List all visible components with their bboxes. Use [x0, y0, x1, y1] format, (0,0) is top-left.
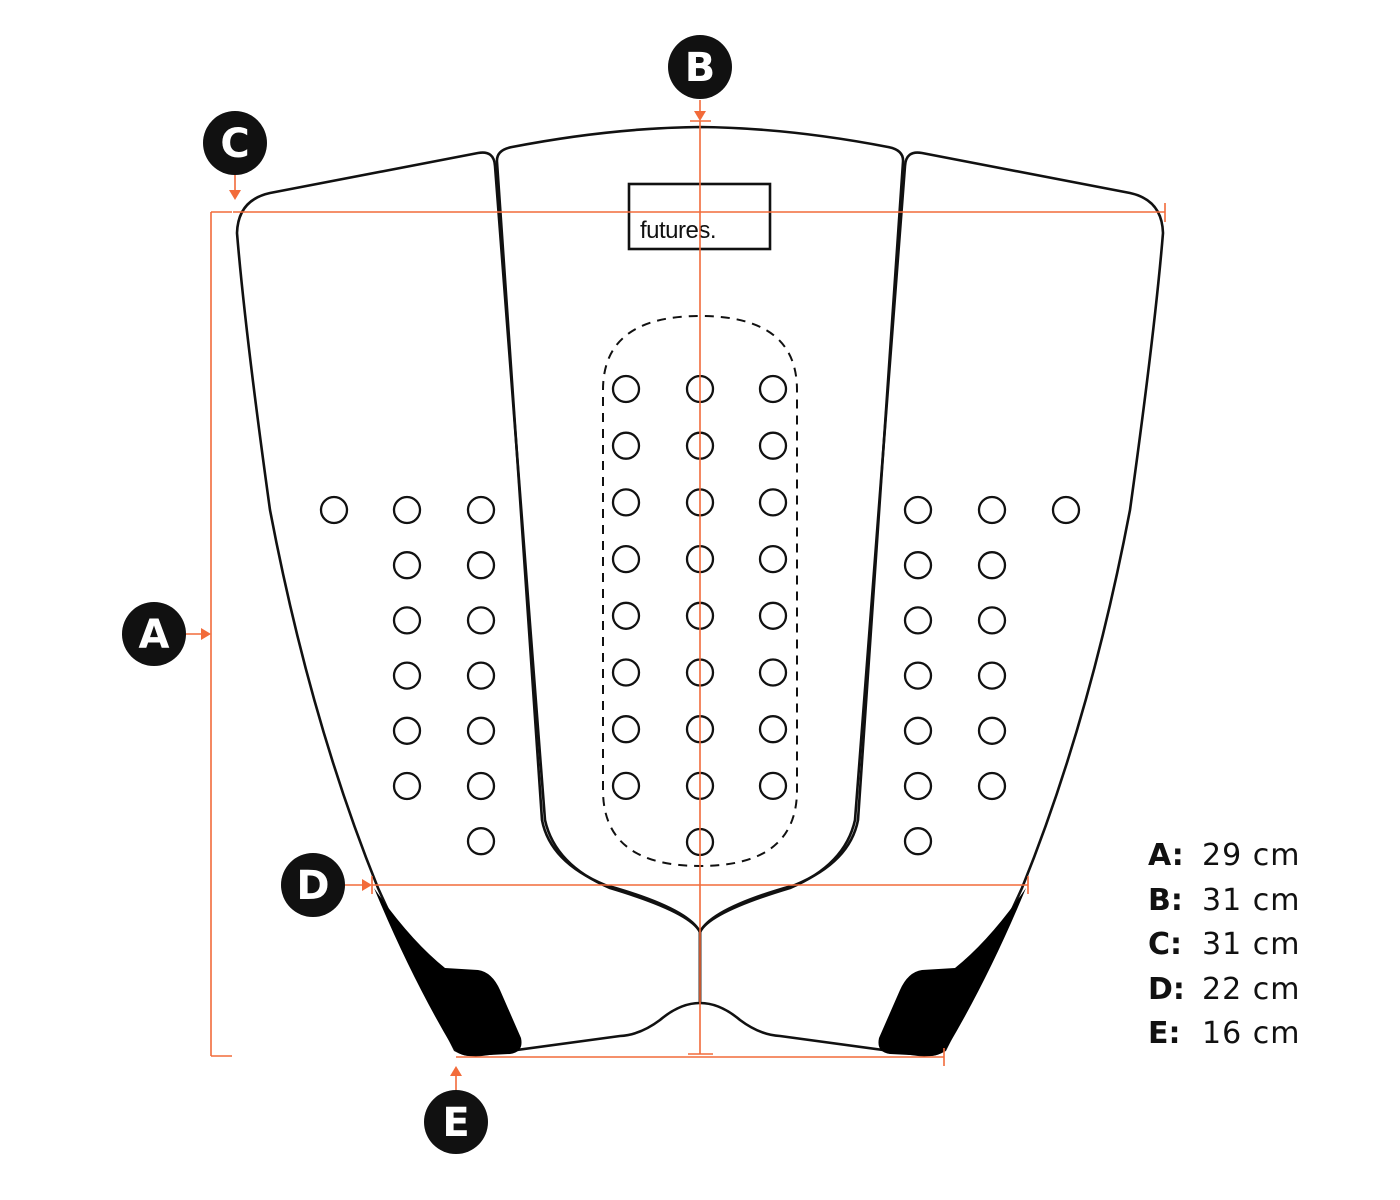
- traction-hole: [903, 661, 933, 690]
- traction-hole: [611, 658, 641, 687]
- traction-hole: [758, 374, 788, 404]
- legend-value: 16 cm: [1202, 1016, 1301, 1051]
- legend-value: 31 cm: [1202, 927, 1301, 962]
- traction-hole: [758, 544, 788, 574]
- arrow-b: [694, 111, 706, 121]
- left-kick-pad: [374, 888, 522, 1056]
- traction-hole: [977, 495, 1007, 525]
- legend-row-d: D: 22 cm: [1148, 972, 1368, 1017]
- traction-hole: [758, 658, 788, 687]
- traction-hole: [466, 661, 496, 690]
- traction-hole: [611, 431, 641, 460]
- marker-c: C: [203, 111, 267, 175]
- traction-hole: [392, 661, 422, 690]
- traction-hole: [466, 551, 496, 580]
- traction-hole: [611, 488, 641, 517]
- traction-hole: [977, 716, 1007, 745]
- traction-hole: [977, 551, 1007, 580]
- traction-hole: [392, 551, 422, 580]
- traction-hole: [977, 606, 1007, 635]
- traction-hole: [611, 715, 641, 744]
- traction-hole: [758, 771, 788, 801]
- traction-hole: [977, 771, 1007, 801]
- marker-b: B: [668, 35, 732, 99]
- traction-hole: [611, 771, 641, 801]
- legend-value: 22 cm: [1202, 971, 1301, 1007]
- traction-hole: [466, 716, 496, 745]
- traction-hole: [466, 827, 496, 856]
- traction-hole: [392, 771, 422, 801]
- legend-value: 31 cm: [1202, 882, 1301, 918]
- traction-hole: [392, 716, 422, 745]
- traction-hole: [1051, 495, 1081, 525]
- marker-e: E: [424, 1090, 488, 1154]
- legend-key: D:: [1148, 971, 1185, 1007]
- legend-key: E:: [1148, 1016, 1181, 1051]
- traction-hole: [466, 495, 496, 525]
- traction-hole: [903, 495, 933, 525]
- legend-row-c: C: 31 cm: [1148, 927, 1368, 972]
- traction-hole: [903, 551, 933, 580]
- traction-hole: [758, 488, 788, 517]
- traction-hole: [903, 606, 933, 635]
- right-kick-pad: [878, 888, 1026, 1056]
- traction-hole: [758, 601, 788, 630]
- marker-d: D: [281, 853, 345, 917]
- marker-a: A: [122, 602, 186, 666]
- traction-holes: [319, 374, 1081, 857]
- legend-row-a: A: 29 cm: [1148, 838, 1368, 883]
- dimensions-legend: A: 29 cm B: 31 cm C: 31 cm D: 22 cm E: 1…: [1148, 838, 1368, 1061]
- traction-hole: [392, 495, 422, 525]
- traction-hole: [466, 771, 496, 801]
- traction-hole: [758, 715, 788, 744]
- arrow-a: [201, 628, 211, 640]
- marker-c-label: C: [220, 121, 249, 167]
- traction-hole: [611, 374, 641, 404]
- dimension-arrowheads: [201, 111, 706, 1076]
- traction-hole: [903, 716, 933, 745]
- logo-text: futures.: [640, 217, 716, 244]
- marker-a-label: A: [139, 612, 170, 658]
- legend-key: A:: [1148, 838, 1184, 873]
- traction-hole: [758, 431, 788, 460]
- traction-hole: [611, 544, 641, 574]
- legend-row-b: B: 31 cm: [1148, 883, 1368, 928]
- traction-hole: [392, 606, 422, 635]
- marker-d-label: D: [296, 863, 329, 909]
- traction-hole: [903, 771, 933, 801]
- legend-key: B:: [1148, 882, 1183, 918]
- traction-hole: [977, 661, 1007, 690]
- marker-b-label: B: [685, 45, 716, 91]
- traction-hole: [611, 601, 641, 630]
- arrow-e: [450, 1066, 462, 1076]
- marker-e-label: E: [442, 1100, 469, 1146]
- arrow-c: [229, 190, 241, 200]
- traction-hole: [466, 606, 496, 635]
- legend-value: 29 cm: [1202, 838, 1301, 873]
- legend-row-e: E: 16 cm: [1148, 1016, 1368, 1061]
- arch-zone-dashed: [602, 314, 798, 868]
- arrow-d: [362, 879, 372, 891]
- traction-hole: [903, 827, 933, 856]
- legend-key: C:: [1148, 927, 1183, 962]
- traction-hole: [319, 495, 349, 525]
